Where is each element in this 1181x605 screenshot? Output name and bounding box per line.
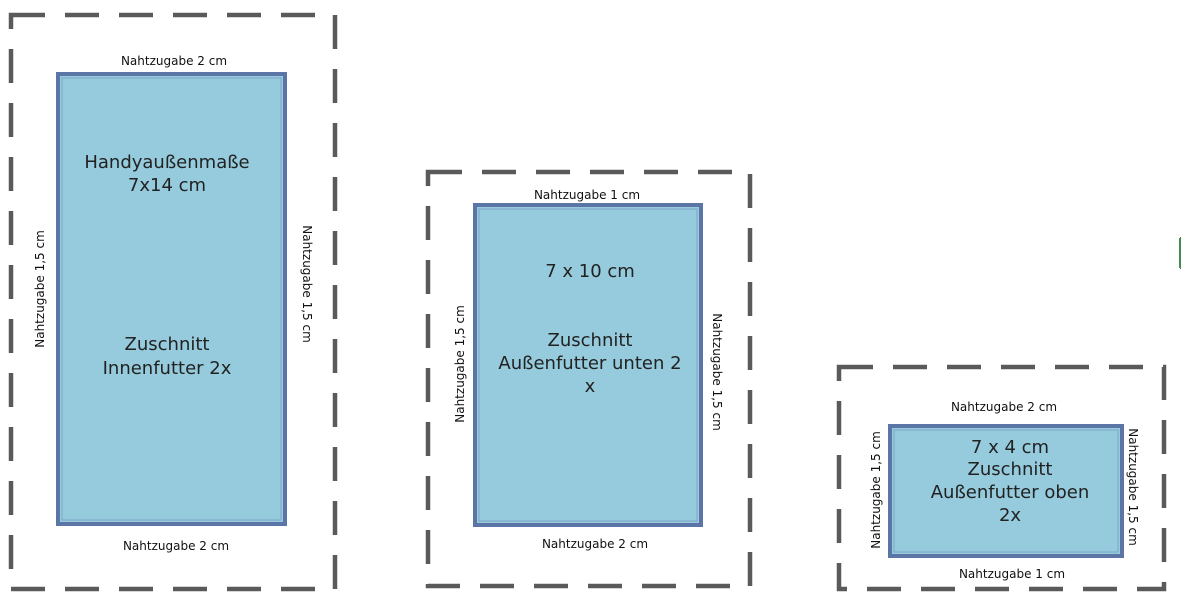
seam-allowance-outline bbox=[836, 364, 1167, 592]
seam-label-left: Nahtzugabe 1,5 cm bbox=[33, 230, 47, 348]
panel-text-line-2: Zuschnitt bbox=[968, 459, 1053, 480]
fabric-panel-inner-line bbox=[61, 77, 282, 521]
seam-label-top: Nahtzugabe 2 cm bbox=[951, 400, 1057, 414]
panel-text-line-3: Zuschnitt bbox=[125, 334, 210, 355]
fabric-panel-inner-line bbox=[478, 208, 698, 522]
panel-text-line-4: 2x bbox=[999, 505, 1021, 526]
pattern-piece-1: Nahtzugabe 2 cm Nahtzugabe 2 cm Nahtzuga… bbox=[8, 12, 338, 592]
pattern-piece-2: Nahtzugabe 1 cm Nahtzugabe 2 cm Nahtzuga… bbox=[425, 169, 753, 589]
fabric-panel bbox=[56, 72, 287, 526]
seam-label-top: Nahtzugabe 2 cm bbox=[121, 54, 227, 68]
seam-label-left: Nahtzugabe 1,5 cm bbox=[869, 431, 883, 549]
panel-text-line-4: Innenfutter 2x bbox=[103, 358, 232, 379]
seam-label-left: Nahtzugabe 1,5 cm bbox=[453, 305, 467, 423]
panel-text-line-3: Außenfutter unten 2 bbox=[498, 353, 681, 374]
seam-label-right: Nahtzugabe 1,5 cm bbox=[300, 225, 314, 343]
panel-text-line-1: Handyaußenmaße bbox=[84, 152, 249, 173]
panel-text-line-1: 7 x 4 cm bbox=[971, 437, 1049, 458]
seam-label-right: Nahtzugabe 1,5 cm bbox=[710, 313, 724, 431]
panel-text-line-3: Außenfutter oben bbox=[931, 482, 1090, 503]
panel-text-line-4: x bbox=[585, 376, 596, 397]
panel-text-line-2: 7x14 cm bbox=[128, 175, 206, 196]
fabric-panel-inner-line bbox=[893, 429, 1119, 553]
seam-label-bottom: Nahtzugabe 2 cm bbox=[123, 539, 229, 553]
panel-text-line-1: 7 x 10 cm bbox=[545, 261, 635, 282]
fabric-panel bbox=[473, 203, 703, 527]
seam-allowance-outline bbox=[8, 12, 338, 592]
fabric-panel bbox=[888, 424, 1124, 558]
seam-label-top: Nahtzugabe 1 cm bbox=[534, 188, 640, 202]
seam-allowance-outline bbox=[425, 169, 753, 589]
seam-label-bottom: Nahtzugabe 2 cm bbox=[542, 537, 648, 551]
seam-label-right: Nahtzugabe 1,5 cm bbox=[1126, 428, 1140, 546]
seam-label-bottom: Nahtzugabe 1 cm bbox=[959, 567, 1065, 581]
pattern-piece-3: Nahtzugabe 2 cm Nahtzugabe 1 cm Nahtzuga… bbox=[836, 364, 1167, 592]
panel-text-line-2: Zuschnitt bbox=[548, 330, 633, 351]
